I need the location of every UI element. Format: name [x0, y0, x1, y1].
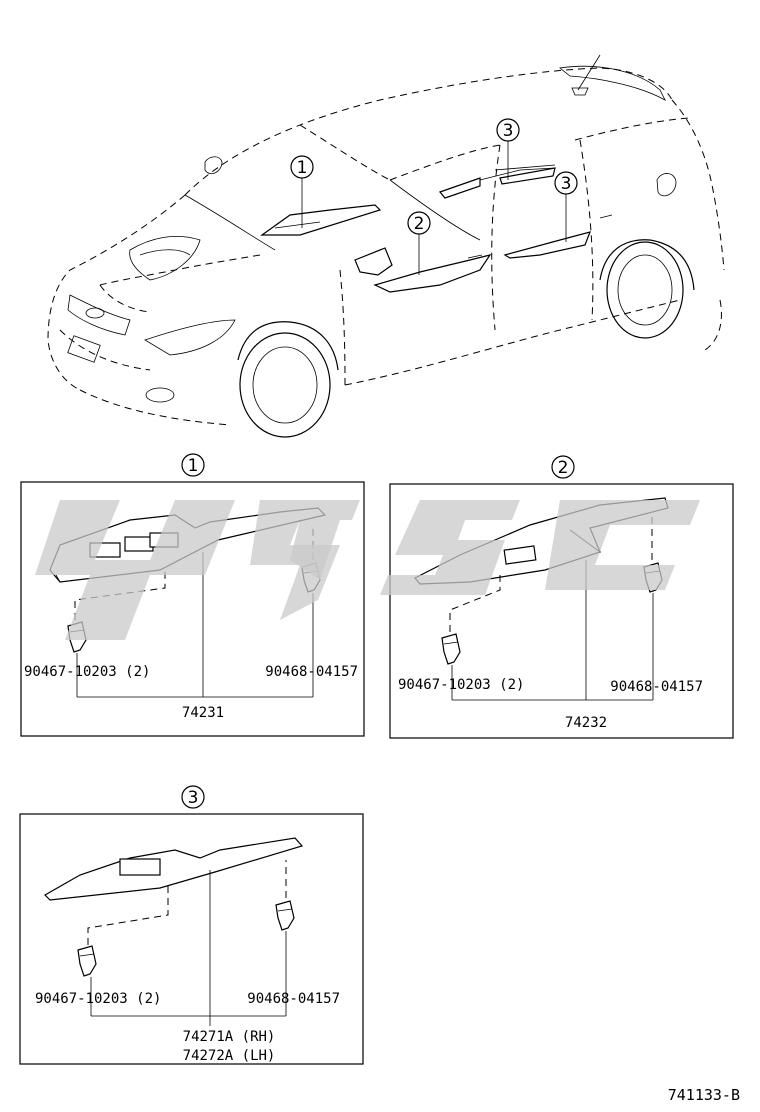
panel-3-part-number-rh: 74271A (RH) [183, 1029, 276, 1045]
svg-text:2: 2 [414, 214, 425, 234]
overview-callout-1: 1 [290, 155, 314, 228]
panel-1-right-clip-label: 90468-04157 [265, 664, 358, 680]
panel-3: 3 90467-10203 (2) 90468-04157 74271A (RH… [19, 785, 364, 1065]
panel-3-callout: 3 [188, 788, 199, 808]
svg-text:3: 3 [561, 174, 572, 194]
watermark-logo [35, 500, 700, 640]
svg-text:3: 3 [503, 121, 514, 141]
overview-callout-3a: 3 [496, 118, 520, 180]
panel-2-right-clip-label: 90468-04157 [610, 679, 703, 695]
panel-2: 2 90467-10203 (2) 90468-04157 74232 [389, 455, 734, 739]
panel-2-left-clip-label: 90467-10203 (2) [398, 677, 524, 693]
panel-3-right-clip-label: 90468-04157 [247, 991, 340, 1007]
panel-2-callout: 2 [558, 458, 569, 478]
panel-1-left-clip-label: 90467-10203 (2) [24, 664, 150, 680]
overview-callout-3b: 3 [554, 171, 578, 242]
car-overview-illustration [47, 54, 725, 438]
overview-callout-2: 2 [407, 211, 431, 275]
svg-text:1: 1 [297, 158, 308, 178]
panel-2-part-number: 74232 [565, 715, 607, 731]
diagram-id-label: 741133-B [668, 1086, 740, 1104]
panel-3-left-clip-label: 90467-10203 (2) [35, 991, 161, 1007]
panel-1-callout: 1 [188, 456, 199, 476]
panel-1-part-number: 74231 [182, 705, 224, 721]
panel-3-part-number-lh: 74272A (LH) [183, 1048, 276, 1064]
